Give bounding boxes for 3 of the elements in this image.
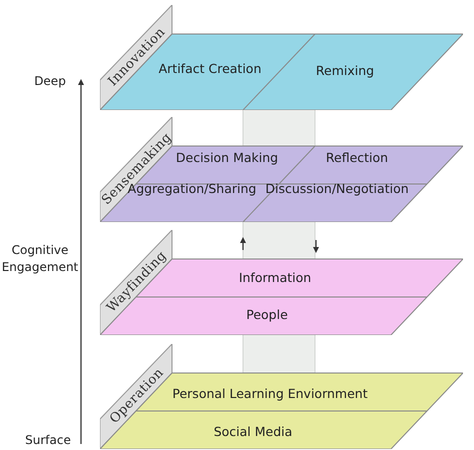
axis-label: Deep [33,73,67,90]
axis-label: Cognitive Engagement [0,242,80,276]
axis-label: Surface [24,432,72,449]
